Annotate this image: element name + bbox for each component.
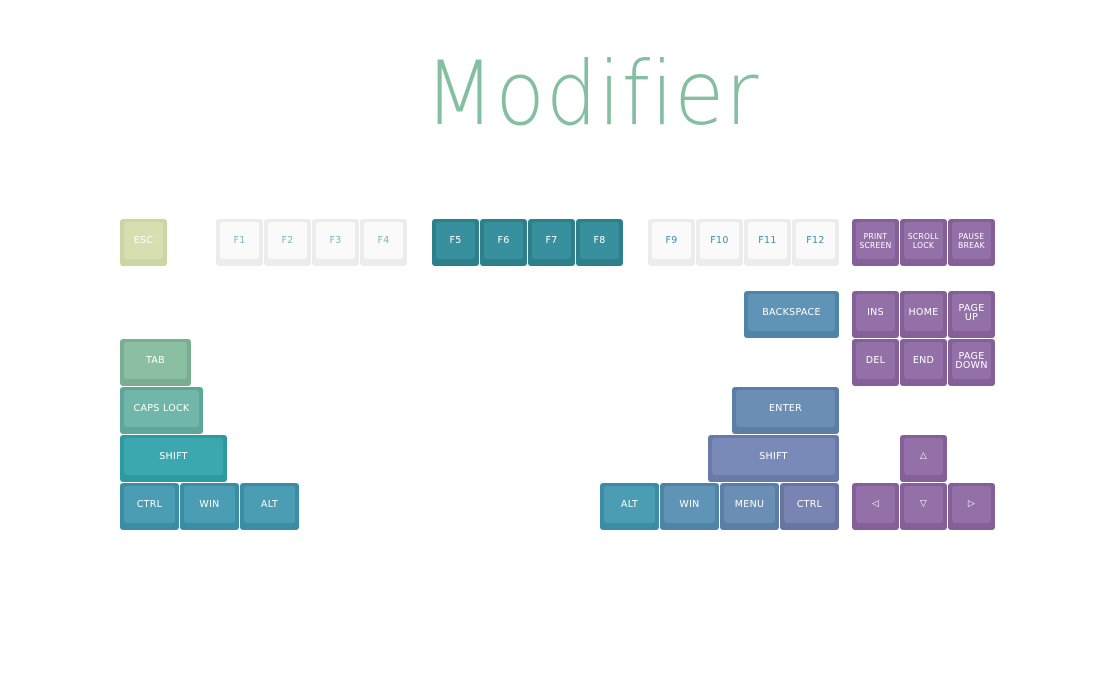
key-f2[interactable]: F2 [264, 219, 311, 266]
key-f2-label: F2 [268, 222, 307, 259]
key-arrow-up[interactable]: △ [900, 435, 947, 482]
key-print-screen-label: PRINT SCREEN [856, 222, 895, 259]
key-f4-label: F4 [364, 222, 403, 259]
key-arrow-right[interactable]: ▷ [948, 483, 995, 530]
key-arrow-left[interactable]: ◁ [852, 483, 899, 530]
arrow-right-icon: ▷ [952, 486, 991, 523]
key-f11[interactable]: F11 [744, 219, 791, 266]
key-f3[interactable]: F3 [312, 219, 359, 266]
key-pause-break[interactable]: PAUSE BREAK [948, 219, 995, 266]
arrow-up-icon: △ [904, 438, 943, 475]
arrow-down-icon: ▽ [904, 486, 943, 523]
key-caps-lock[interactable]: CAPS LOCK [120, 387, 203, 434]
key-home-label: HOME [904, 294, 943, 331]
key-f12[interactable]: F12 [792, 219, 839, 266]
key-f11-label: F11 [748, 222, 787, 259]
page-title: Modifier [424, 42, 760, 145]
key-shift-right[interactable]: SHIFT [708, 435, 839, 482]
key-win-left-label: WIN [184, 486, 235, 523]
key-f4[interactable]: F4 [360, 219, 407, 266]
arrow-left-icon: ◁ [856, 486, 895, 523]
key-ctrl-right[interactable]: CTRL [780, 483, 839, 530]
key-f7[interactable]: F7 [528, 219, 575, 266]
key-f6-label: F6 [484, 222, 523, 259]
key-alt-left-label: ALT [244, 486, 295, 523]
key-arrow-down[interactable]: ▽ [900, 483, 947, 530]
key-esc-label: ESC [124, 222, 163, 259]
key-ctrl-left-label: CTRL [124, 486, 175, 523]
key-ins-label: INS [856, 294, 895, 331]
key-f3-label: F3 [316, 222, 355, 259]
key-shift-left[interactable]: SHIFT [120, 435, 227, 482]
key-alt-left[interactable]: ALT [240, 483, 299, 530]
key-tab[interactable]: TAB [120, 339, 191, 386]
key-shift-left-label: SHIFT [124, 438, 223, 475]
key-enter-label: ENTER [736, 390, 835, 427]
key-page-down-label: PAGE DOWN [952, 342, 991, 379]
key-f8-label: F8 [580, 222, 619, 259]
key-page-down[interactable]: PAGE DOWN [948, 339, 995, 386]
key-esc[interactable]: ESC [120, 219, 167, 266]
key-ctrl-right-label: CTRL [784, 486, 835, 523]
key-f1-label: F1 [220, 222, 259, 259]
key-scroll-lock-label: SCROLL LOCK [904, 222, 943, 259]
key-f5-label: F5 [436, 222, 475, 259]
key-f9[interactable]: F9 [648, 219, 695, 266]
key-pause-break-label: PAUSE BREAK [952, 222, 991, 259]
key-f6[interactable]: F6 [480, 219, 527, 266]
key-end[interactable]: END [900, 339, 947, 386]
key-f10-label: F10 [700, 222, 739, 259]
key-alt-right[interactable]: ALT [600, 483, 659, 530]
key-menu-label: MENU [724, 486, 775, 523]
key-shift-right-label: SHIFT [712, 438, 835, 475]
key-del-label: DEL [856, 342, 895, 379]
key-f8[interactable]: F8 [576, 219, 623, 266]
key-f1[interactable]: F1 [216, 219, 263, 266]
key-home[interactable]: HOME [900, 291, 947, 338]
key-f12-label: F12 [796, 222, 835, 259]
key-f9-label: F9 [652, 222, 691, 259]
key-menu[interactable]: MENU [720, 483, 779, 530]
key-f5[interactable]: F5 [432, 219, 479, 266]
key-page-up-label: PAGE UP [952, 294, 991, 331]
key-tab-label: TAB [124, 342, 187, 379]
key-f7-label: F7 [532, 222, 571, 259]
key-caps-lock-label: CAPS LOCK [124, 390, 199, 427]
key-win-right-label: WIN [664, 486, 715, 523]
key-enter[interactable]: ENTER [732, 387, 839, 434]
key-page-up[interactable]: PAGE UP [948, 291, 995, 338]
key-ctrl-left[interactable]: CTRL [120, 483, 179, 530]
key-ins[interactable]: INS [852, 291, 899, 338]
key-del[interactable]: DEL [852, 339, 899, 386]
key-print-screen[interactable]: PRINT SCREEN [852, 219, 899, 266]
key-backspace-label: BACKSPACE [748, 294, 835, 331]
key-win-left[interactable]: WIN [180, 483, 239, 530]
key-scroll-lock[interactable]: SCROLL LOCK [900, 219, 947, 266]
key-win-right[interactable]: WIN [660, 483, 719, 530]
key-backspace[interactable]: BACKSPACE [744, 291, 839, 338]
key-alt-right-label: ALT [604, 486, 655, 523]
key-end-label: END [904, 342, 943, 379]
key-f10[interactable]: F10 [696, 219, 743, 266]
